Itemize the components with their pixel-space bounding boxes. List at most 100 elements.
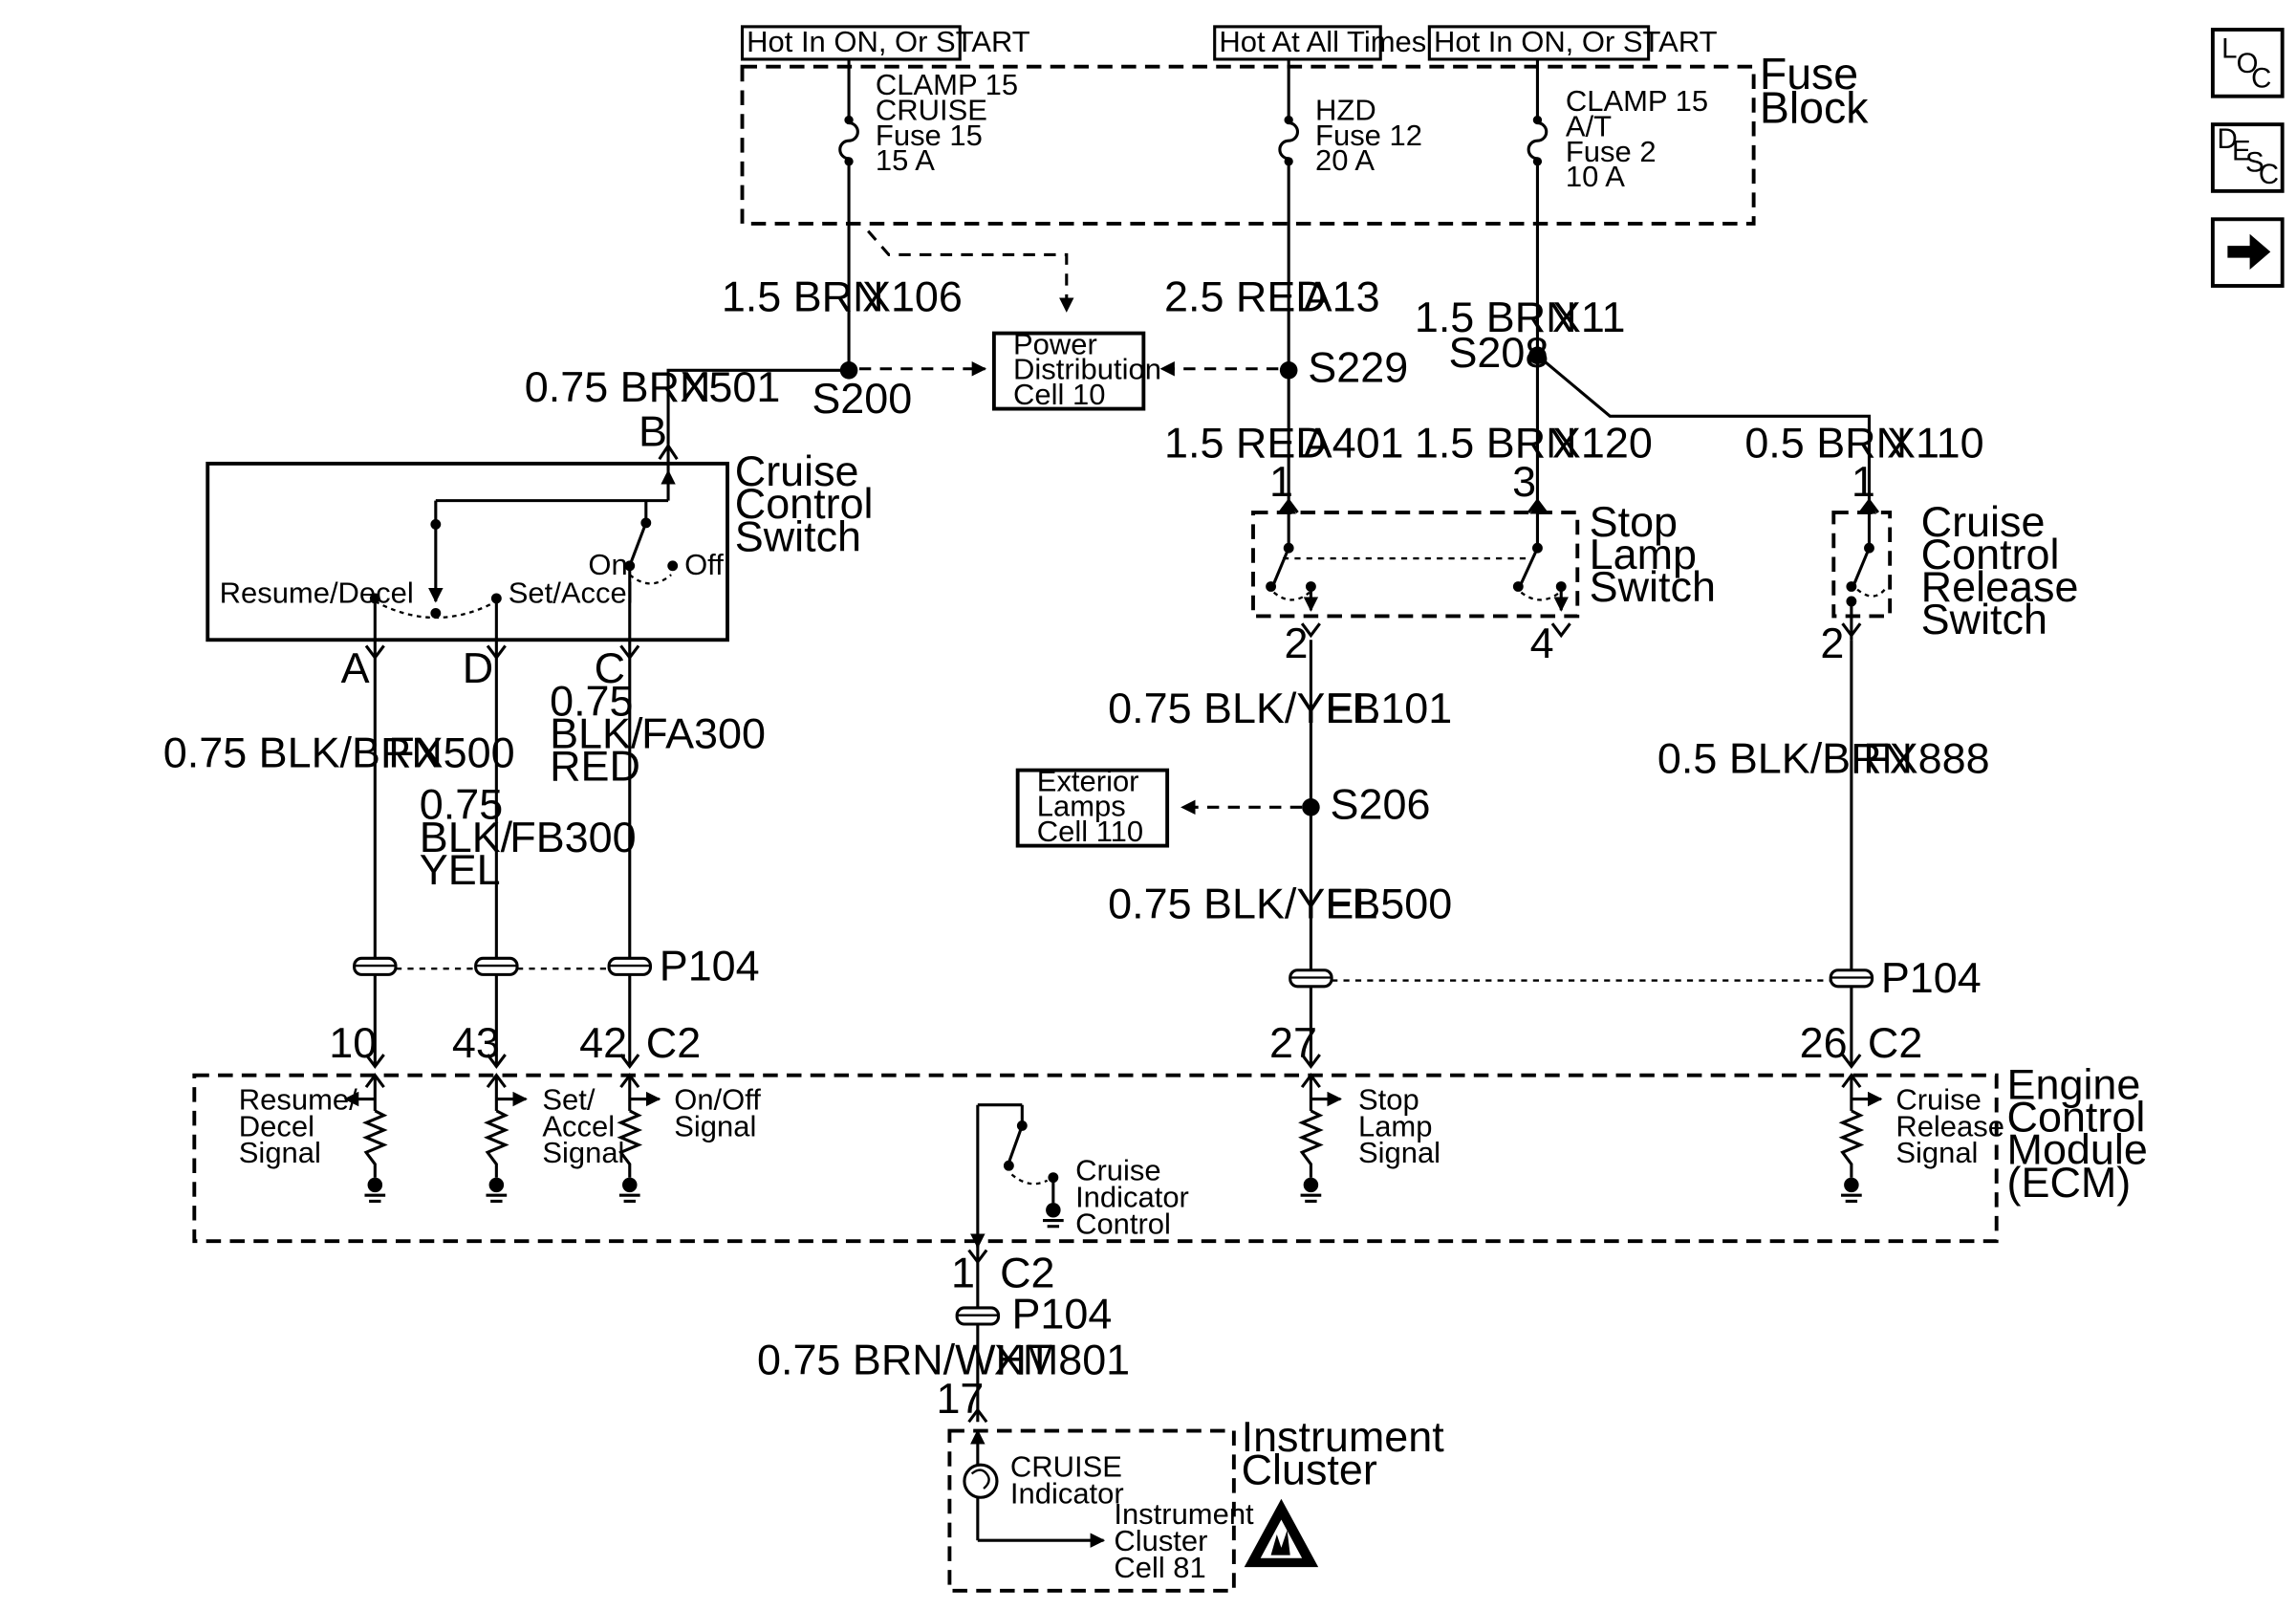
cruise-switch-pin-c: C [595,643,625,692]
fuse-15-label-2: CRUISE [876,93,987,126]
p104-label-right: P104 [1881,953,1982,1002]
cruise-indicator-label-1: CRUISE [1010,1450,1122,1484]
fuse-block-title-2: Block [1760,83,1869,133]
fuse-15: CLAMP 15 CRUISE Fuse 15 15 A [838,58,1018,371]
ecm-input-circuits [343,1054,1883,1203]
wire-fa300-size-3: RED [550,741,640,790]
desc-letter-c: C [2259,159,2279,190]
wire-x501-id: X501 [680,362,780,411]
ecm-pin-27: 27 [1269,1018,1317,1067]
power-distribution-label-2: Distribution [1013,353,1161,386]
fuse-15-label-3: Fuse 15 [876,119,983,152]
release-switch-pin-1: 1 [1852,457,1875,506]
fuse-2-label-2: A/T [1566,110,1612,143]
right-arrow-icon [2227,233,2271,270]
hot-labels: Hot In ON, Or START Hot At All Times Hot… [740,25,1718,61]
wire-fb101-id: FB101 [1326,684,1452,732]
wire-xm801-size: 0.75 BRN/WHT [757,1336,1052,1384]
fuse-15-label-1: CLAMP 15 [876,68,1018,101]
upper-wires: 1.5 BRN X106 2.5 RED A13 1.5 BRN X11 S20… [525,272,1984,504]
cruise-indicator-control-2: Indicator [1075,1181,1189,1214]
splice-s229: S229 [1308,343,1408,392]
fuse-12: HZD Fuse 12 20 A [1278,58,1422,504]
loc-button[interactable]: L O C [2210,28,2285,98]
ecm-c2-bottom: C2 [1000,1248,1054,1296]
release-switch-title-3: Release [1921,562,2079,611]
exterior-lamps-label-3: Cell 110 [1037,815,1143,848]
wire-fb300-size-1: 0.75 [420,780,503,829]
set-accel-label: Set/Accel [509,577,634,610]
cluster-cell-label-1: Instrument [1114,1497,1254,1531]
wire-fb500-id: FB500 [1326,880,1452,928]
cruise-switch-title-1: Cruise [735,446,859,495]
resume-decel-signal-1: Resume/ [239,1082,357,1116]
wire-fb300-id: FB300 [509,813,636,861]
splice-s200: S200 [812,374,912,423]
stop-lamp-signal-2: Lamp [1358,1109,1432,1142]
wire-fx888-id: FX888 [1863,734,1989,783]
set-accel-signal-2: Accel [542,1109,615,1142]
desc-button[interactable]: D E S C [2210,122,2285,193]
ecm-pin-1: 1 [951,1248,975,1296]
release-switch-title-2: Control [1921,530,2060,578]
wire-a13-id: A13 [1304,272,1380,320]
wire-xm801-id: XM801 [994,1336,1130,1384]
p104-label-bottom: P104 [1011,1290,1112,1338]
cruise-indicator-control-3: Control [1075,1207,1171,1240]
hot-label-left: Hot In ON, Or START [747,25,1030,58]
fuse-2-label-1: CLAMP 15 [1566,84,1708,118]
cluster-title-2: Cluster [1242,1445,1377,1493]
p104-connector-right: P104 [1289,953,1982,1002]
ecm-c2-right: C2 [1868,1018,1922,1067]
esd-warning-icon [1244,1498,1319,1568]
cluster-pin-17: 17 [936,1374,984,1423]
release-switch-pin-2: 2 [1820,619,1844,667]
wire-x11-size: 1.5 BRN [1415,293,1577,341]
ground-icon [488,1177,505,1193]
cluster-cell-label-3: Cell 81 [1114,1551,1205,1584]
cruise-switch-title-2: Control [735,479,874,528]
pull-down-resistor [1838,1109,1865,1178]
cruise-release-signal-2: Release [1895,1109,2004,1142]
wire-fx500-size: 0.75 BLK/BRN [163,728,443,776]
wire-a401-id: A401 [1304,419,1404,468]
splice-s208: S208 [1448,328,1549,377]
loc-letter-c: C [2251,62,2271,94]
power-distribution-label-1: Power [1013,327,1097,360]
desc-letter-e: E [2232,135,2251,166]
fuse-block: Fuse Block CLAMP 15 CRUISE Fuse 15 15 A … [740,49,1869,504]
pull-down-resistor [617,1109,643,1178]
stop-lamp-title-3: Switch [1590,562,1716,611]
fuse-15-label-4: 15 A [876,143,935,177]
desc-letter-d: D [2218,123,2238,155]
pull-down-resistor [1298,1109,1324,1178]
navigation-icons: L O C D E S C [2210,28,2285,288]
set-accel-signal-3: Signal [542,1136,624,1169]
wire-a401-size: 1.5 RED [1164,419,1327,468]
desc-letter-s: S [2245,147,2264,179]
engine-control-module: Engine Control Module (ECM) Resume/ Dece… [192,1054,2148,1249]
splice-s206-dot [1302,798,1320,816]
wire-fb300-size-3: YEL [420,845,501,894]
ecm-title-2: Control [2007,1093,2146,1142]
fuse-block-title: Fuse [1760,49,1858,98]
release-switch-title-1: Cruise [1921,497,2046,546]
ground-icon [622,1177,638,1193]
cluster-title-1: Instrument [1242,1412,1445,1461]
cruise-switch-harness: 0.75 BLK/BRN FX500 0.75 BLK/ YEL FB300 0… [163,640,766,1067]
wire-fx500-id: FX500 [388,728,514,776]
next-arrow-button[interactable] [2210,217,2285,288]
power-distribution-label-3: Cell 10 [1013,378,1105,411]
stop-lamp-title-1: Stop [1590,497,1678,546]
release-switch-title-4: Switch [1921,595,2047,643]
pull-down-resistor [361,1109,388,1178]
wire-fb300-size-2: BLK/ [420,813,513,861]
ecm-pin-connector [1300,1054,1321,1070]
ground-icon [367,1177,383,1193]
wire-fb500-size: 0.75 BLK/YEL [1108,880,1377,928]
wire-x110-id: X110 [1887,419,1984,468]
cruise-switch-title-3: Switch [735,511,861,560]
ecm-title-1: Engine [2007,1060,2141,1109]
